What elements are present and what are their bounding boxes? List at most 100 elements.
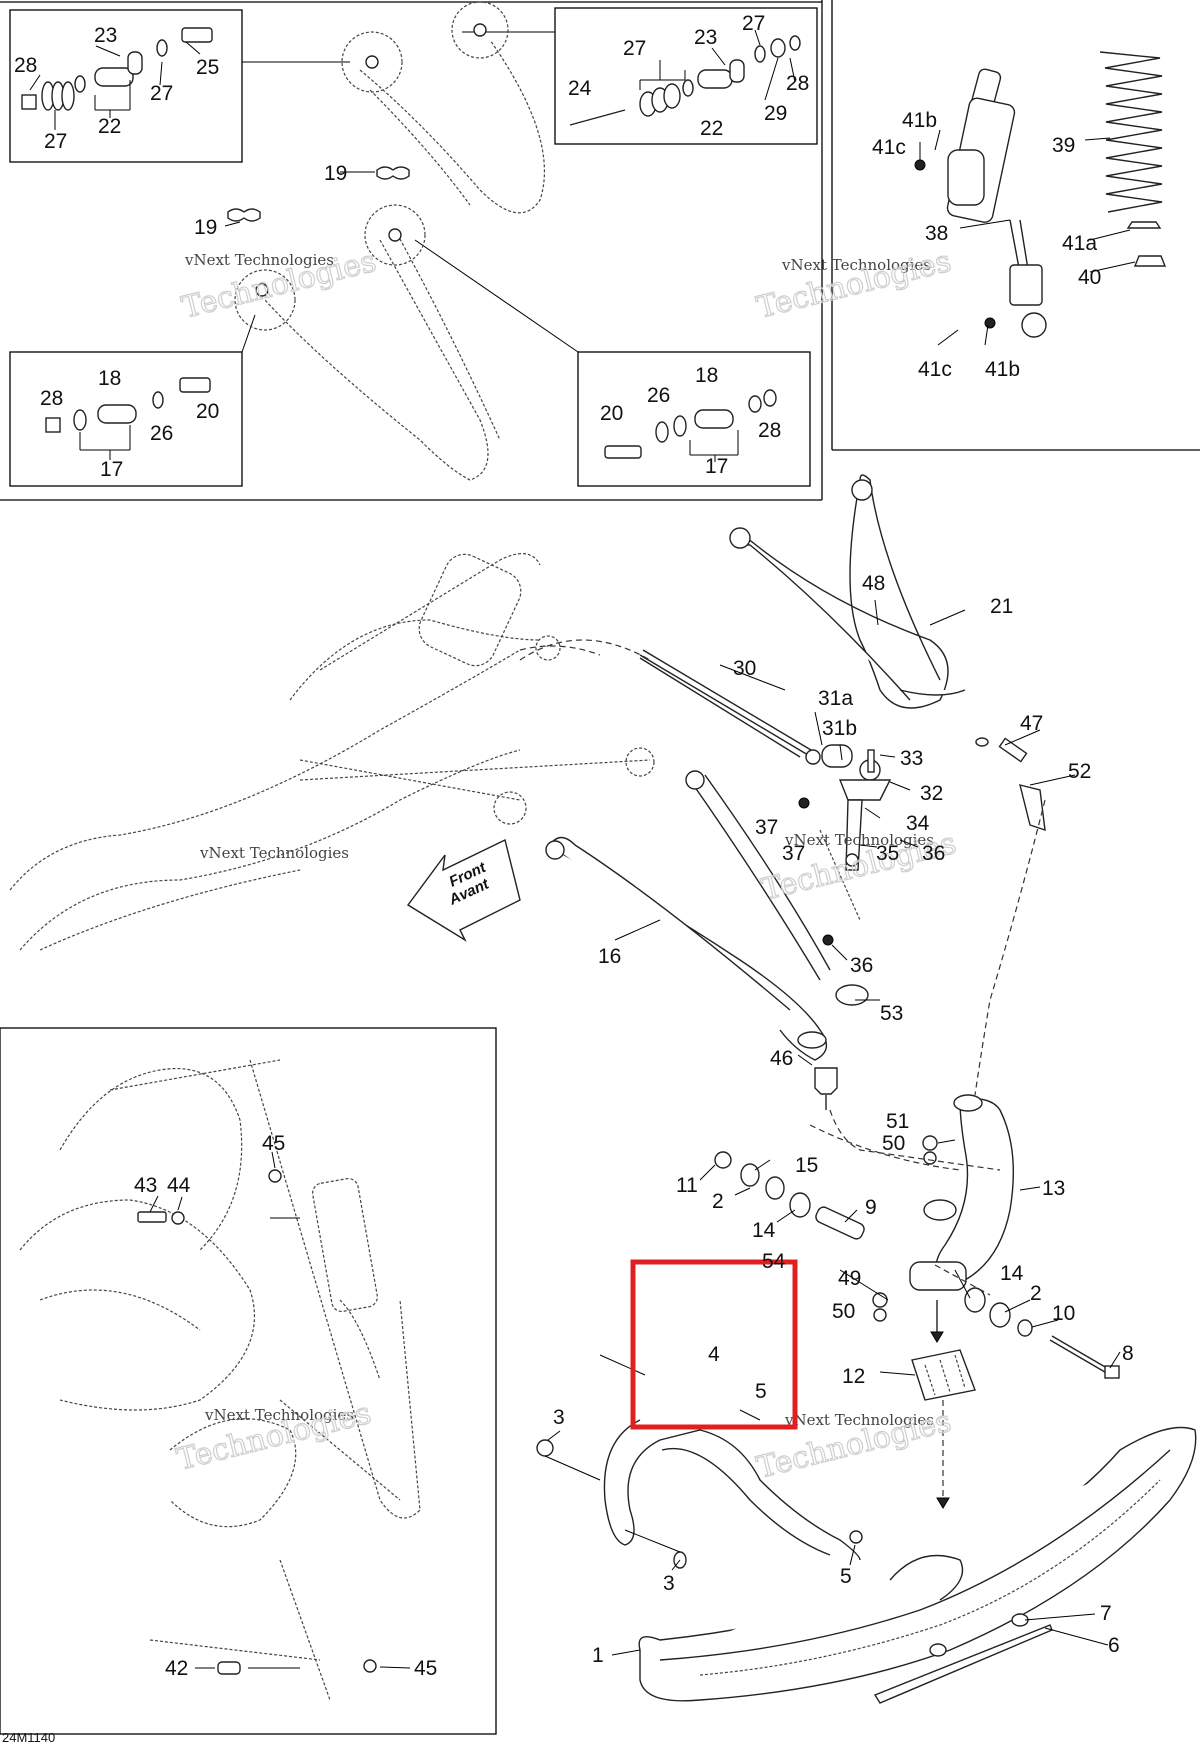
callout-19: 19 [194, 216, 217, 239]
callout-12: 12 [842, 1365, 865, 1388]
callout-41a: 41a [1062, 232, 1097, 255]
lower-a-arm-16-drawing [545, 770, 869, 1110]
callout-44: 44 [167, 1174, 191, 1197]
bottom-inset-drawing [19, 1059, 421, 1701]
callout-15: 15 [795, 1154, 818, 1177]
callout-37: 37 [755, 816, 778, 839]
callout-28: 28 [14, 54, 37, 77]
callout-4: 4 [708, 1343, 720, 1366]
watermark-text: vNext Technologies [184, 251, 334, 269]
callout-38: 38 [925, 222, 948, 245]
figure-code: 24M1140 [2, 1730, 55, 1745]
callout-30: 30 [733, 657, 756, 680]
callout-53: 53 [880, 1002, 903, 1025]
callout-labels: 28 23 25 27 22 27 27 23 27 24 28 29 22 1… [14, 12, 1134, 1680]
callout-41c: 41c [872, 136, 906, 159]
spindle-hardware-drawing [714, 1135, 1120, 1379]
callout-14: 14 [752, 1219, 776, 1242]
callout-22: 22 [98, 115, 121, 138]
callout-31b: 31b [822, 717, 857, 740]
ski-handle-4-drawing [536, 1419, 863, 1569]
inset-hardware-lower [45, 377, 777, 462]
callout-1: 1 [592, 1644, 604, 1667]
sway-bar-link-drawing [639, 657, 892, 946]
callout-27: 27 [742, 12, 765, 35]
spindle-13-drawing [809, 799, 1046, 1291]
callout-2: 2 [1030, 1282, 1042, 1305]
callout-24: 24 [568, 77, 592, 100]
callout-47: 47 [1020, 712, 1043, 735]
callout-22: 22 [700, 117, 723, 140]
watermark-text: vNext Technologies [784, 831, 934, 849]
callout-14: 14 [1000, 1262, 1024, 1285]
front-direction-arrow: Front Avant [406, 838, 521, 942]
callout-11: 11 [676, 1174, 698, 1197]
callout-54: 54 [762, 1250, 786, 1273]
callout-41b: 41b [985, 358, 1020, 381]
callout-23: 23 [694, 26, 717, 49]
callout-18: 18 [98, 367, 121, 390]
callout-13: 13 [1042, 1177, 1065, 1200]
callout-16: 16 [598, 945, 621, 968]
callout-6: 6 [1108, 1634, 1120, 1657]
callout-26: 26 [647, 384, 670, 407]
callout-9: 9 [865, 1196, 877, 1219]
callout-3: 3 [663, 1572, 675, 1595]
callout-23: 23 [94, 24, 117, 47]
callout-27: 27 [44, 130, 67, 153]
watermark-text: vNext Technologies [784, 1411, 934, 1429]
callout-19: 19 [324, 162, 347, 185]
callout-20: 20 [600, 402, 623, 425]
callout-21: 21 [990, 595, 1013, 618]
callout-26: 26 [150, 422, 173, 445]
callout-50: 50 [832, 1300, 855, 1323]
inset-hardware-top-right [569, 35, 801, 126]
watermark-text: vNext Technologies [199, 844, 349, 862]
callout-5: 5 [755, 1380, 767, 1403]
callout-52: 52 [1068, 760, 1091, 783]
callout-50: 50 [882, 1132, 905, 1155]
highlight-box [630, 1259, 798, 1430]
callout-51: 51 [886, 1110, 909, 1133]
inset-hardware-top-left [21, 27, 213, 130]
watermark-text: vNext Technologies [204, 1406, 354, 1424]
callout-7: 7 [1100, 1602, 1112, 1625]
callout-20: 20 [196, 400, 219, 423]
callout-25: 25 [196, 56, 219, 79]
callout-28: 28 [786, 72, 809, 95]
callout-10: 10 [1052, 1302, 1075, 1325]
callout-29: 29 [764, 102, 787, 125]
upper-a-arm-21-drawing [729, 474, 1046, 832]
watermark-text: vNext Technologies [781, 256, 931, 274]
callout-48: 48 [862, 572, 885, 595]
front-suspension-assembly-drawing [9, 553, 853, 951]
callout-35: 35 [876, 842, 899, 865]
callout-3: 3 [553, 1406, 565, 1429]
callout-31a: 31a [818, 687, 853, 710]
callout-36: 36 [850, 954, 873, 977]
callout-49: 49 [838, 1267, 861, 1290]
callout-46: 46 [770, 1047, 793, 1070]
callout-41b: 41b [902, 109, 937, 132]
callout-18: 18 [695, 364, 718, 387]
callout-33: 33 [900, 747, 923, 770]
upper-a-arm-drawing [227, 1, 546, 481]
callout-27: 27 [150, 82, 173, 105]
callout-17: 17 [100, 458, 123, 481]
assembly-lines [519, 645, 1001, 1296]
callout-42: 42 [165, 1657, 188, 1680]
leader-lines [29, 29, 1136, 1669]
callout-28: 28 [758, 419, 781, 442]
callout-43: 43 [134, 1174, 157, 1197]
callout-41c: 41c [918, 358, 952, 381]
callout-45: 45 [414, 1657, 437, 1680]
wear-pad-12-drawing [911, 1300, 976, 1509]
callout-40: 40 [1078, 266, 1101, 289]
callout-37: 37 [782, 842, 805, 865]
callout-2: 2 [712, 1190, 724, 1213]
ski-1-drawing [638, 1426, 1197, 1704]
callout-27: 27 [623, 37, 646, 60]
callout-45: 45 [262, 1132, 285, 1155]
